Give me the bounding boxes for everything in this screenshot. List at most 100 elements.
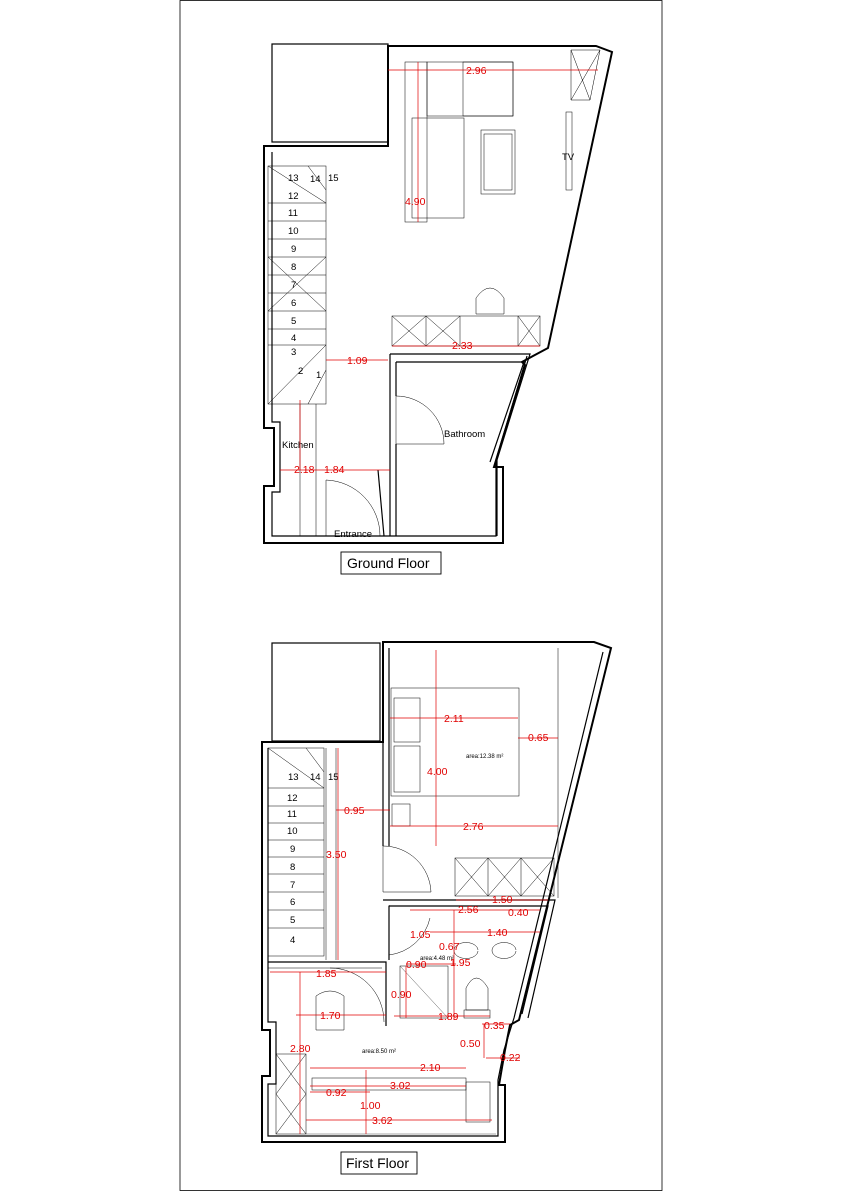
ff-step: 8 xyxy=(290,862,295,873)
ff-dim: 0.67 xyxy=(439,941,460,953)
ff-dim: 1.85 xyxy=(316,968,337,980)
gf-entrance-door xyxy=(325,479,381,537)
ff-dim: 0.95 xyxy=(344,805,365,817)
ff-step: 9 xyxy=(290,844,295,855)
ff-step: 15 xyxy=(328,772,339,783)
ff-dim: 0.22 xyxy=(500,1052,521,1064)
gf-step: 6 xyxy=(291,298,296,309)
ff-bath-door xyxy=(388,905,431,956)
ff-dim: 2.80 xyxy=(290,1043,311,1055)
gf-step: 10 xyxy=(288,226,299,237)
gf-step: 3 xyxy=(291,347,296,358)
ff-wardrobe xyxy=(454,857,555,897)
ff-chair xyxy=(315,990,345,1031)
ff-dim: 3.62 xyxy=(372,1115,393,1127)
ff-step: 12 xyxy=(287,793,298,804)
gf-balcony xyxy=(271,43,389,143)
gf-step: 8 xyxy=(291,262,296,273)
ff-dim: 2.11 xyxy=(444,713,464,725)
gf-dim: 2.18 xyxy=(294,464,315,476)
ff-step: 7 xyxy=(290,880,295,891)
gf-dim: 1.09 xyxy=(347,355,368,367)
ff-dim: 0.90 xyxy=(391,989,412,1001)
ff-dim: 0.35 xyxy=(484,1020,505,1032)
gf-step: 9 xyxy=(291,244,296,255)
ff-dim: 0.65 xyxy=(528,732,549,744)
ff-dim: 1.70 xyxy=(320,1010,341,1022)
gf-step: 13 xyxy=(288,173,299,184)
ff-dim: 4.00 xyxy=(427,766,448,778)
gf-dim: 4.90 xyxy=(405,196,426,208)
gf-sofa xyxy=(404,61,514,223)
ff-step: 5 xyxy=(290,915,295,926)
ff-step: 6 xyxy=(290,897,295,908)
ff-dim: 1.05 xyxy=(410,929,431,941)
gf-tv-label: TV xyxy=(562,152,575,163)
ff-lower-area: area:8.50 m² xyxy=(362,1049,396,1055)
gf-step: 14 xyxy=(310,174,321,185)
ff-step: 11 xyxy=(287,809,297,820)
gf-step: 2 xyxy=(298,366,303,377)
gf-stair-numbers: 1 2 3 4 5 6 7 8 9 10 11 12 13 14 15 xyxy=(288,173,339,381)
ff-step: 14 xyxy=(310,772,321,783)
ff-dim: 3.50 xyxy=(326,849,347,861)
ff-dimension-lines xyxy=(270,650,558,1134)
ff-toilet xyxy=(465,977,489,1011)
ff-dim: 1.00 xyxy=(360,1100,381,1112)
ff-dim: 0.40 xyxy=(508,907,529,919)
gf-kitchen-label: Kitchen xyxy=(282,440,314,451)
ff-dim: 3.02 xyxy=(390,1080,411,1092)
gf-tv-unit xyxy=(565,111,573,191)
ff-outer-wall xyxy=(261,641,613,1143)
gf-dim: 2.96 xyxy=(466,65,487,77)
gf-entrance-label: Entrance xyxy=(334,529,372,540)
gf-inner-wall xyxy=(271,152,528,537)
ff-shower xyxy=(399,965,449,1019)
gf-bathroom-label: Bathroom xyxy=(444,429,485,440)
ff-dim: 0.90 xyxy=(406,959,427,971)
ff-dim: 1.40 xyxy=(487,927,508,939)
ff-shelf xyxy=(275,1053,307,1135)
gf-dim: 2.33 xyxy=(452,340,473,352)
ff-dim: 2.76 xyxy=(463,821,484,833)
gf-title-box xyxy=(340,551,442,575)
ff-bath-area: area:4.48 m² xyxy=(420,956,454,962)
gf-step: 12 xyxy=(288,191,299,202)
ff-step: 4 xyxy=(290,935,295,946)
gf-cabinet xyxy=(570,49,601,101)
ff-bedroom-area: area:12.38 m² xyxy=(466,754,503,760)
ff-title-box xyxy=(340,1151,418,1175)
gf-coffee-table xyxy=(480,129,516,195)
gf-dim: 1.84 xyxy=(324,464,345,476)
ff-dim: 0.92 xyxy=(326,1087,347,1099)
first-floor-plan: 4 5 6 7 8 9 10 11 12 13 14 15 xyxy=(261,641,613,1175)
ff-stair-box xyxy=(267,747,325,957)
gf-bath-wall xyxy=(390,353,531,536)
gf-stair-treads xyxy=(267,165,327,536)
gf-counter xyxy=(391,315,541,347)
gf-step: 4 xyxy=(291,333,296,344)
gf-step: 7 xyxy=(291,280,296,291)
gf-chair xyxy=(475,287,505,315)
ff-lower-door xyxy=(329,967,385,1023)
ff-dim: 1.95 xyxy=(450,957,471,969)
ff-roof-block xyxy=(271,642,381,742)
ff-step: 13 xyxy=(288,772,299,783)
gf-stair-box xyxy=(267,165,327,405)
ff-dim: 1.89 xyxy=(438,1011,459,1023)
gf-step: 11 xyxy=(288,208,298,219)
gf-step: 1 xyxy=(316,370,321,381)
ff-dim: 1.50 xyxy=(492,894,513,906)
sheet-frame xyxy=(179,0,663,1191)
gf-title: Ground Floor xyxy=(347,555,430,571)
ff-dim: 0.50 xyxy=(460,1038,481,1050)
gf-bathroom-door xyxy=(395,395,445,445)
ff-dim: 2.10 xyxy=(420,1062,441,1074)
ff-stair-numbers: 4 5 6 7 8 9 10 11 12 13 14 15 xyxy=(287,772,339,946)
ff-bedroom-door xyxy=(382,845,432,893)
ff-dim: 2.56 xyxy=(458,904,479,916)
gf-dimension-lines xyxy=(280,62,598,471)
gf-step: 15 xyxy=(328,173,339,184)
